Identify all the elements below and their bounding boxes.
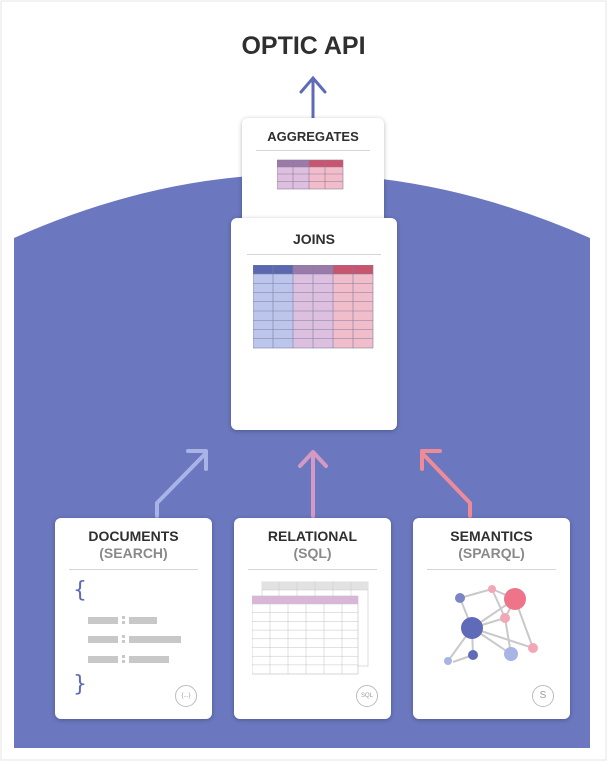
documents-divider [69,569,198,570]
relational-card: RELATIONAL (SQL) [234,518,391,719]
semantics-title: SEMANTICS [450,528,533,544]
document-colon-icon [122,621,125,624]
document-key-bar [88,617,118,624]
document-value-bar [129,656,169,663]
sql-badge-icon: SQL [356,685,378,707]
documents-arrow-icon [155,449,208,518]
document-colon-icon [122,635,125,638]
relational-subtitle: (SQL) [293,545,332,561]
aggregates-divider [256,150,370,151]
document-key-bar [88,656,118,663]
document-colon-icon [122,616,125,619]
relational-divider [248,569,377,570]
joins-divider [247,254,381,255]
relational-tables-icon [252,581,369,675]
document-colon-icon [122,640,125,643]
document-colon-icon [122,655,125,658]
optic-api-title: OPTIC API [241,32,366,60]
documents-card: DOCUMENTS (SEARCH) { } {...} [55,518,212,719]
api-arrow-icon [299,75,327,120]
joins-table-icon [253,265,374,349]
sparql-badge-icon: S [532,685,554,707]
close-brace-icon: } [73,672,87,697]
relational-title: RELATIONAL [267,528,358,544]
document-value-bar [129,636,181,643]
semantics-divider [427,569,556,570]
joins-title: JOINS [292,231,335,247]
semantics-card: SEMANTICS (SPARQL) [413,518,570,719]
aggregates-card: AGGREGATES [242,118,384,224]
open-brace-icon: { [73,578,87,603]
json-badge-icon: {...} [175,685,197,707]
relational-arrow-icon [298,450,328,518]
joins-card: JOINS [231,218,397,430]
semantics-arrow-icon [420,449,472,518]
aggregates-title: AGGREGATES [267,129,359,144]
documents-title: DOCUMENTS [88,528,179,544]
documents-subtitle: (SEARCH) [99,545,168,561]
document-colon-icon [122,660,125,663]
graph-network-icon [444,585,538,665]
document-key-bar [88,636,118,643]
semantics-subtitle: (SPARQL) [458,545,525,561]
aggregates-table-icon [277,159,344,190]
document-value-bar [129,617,157,624]
